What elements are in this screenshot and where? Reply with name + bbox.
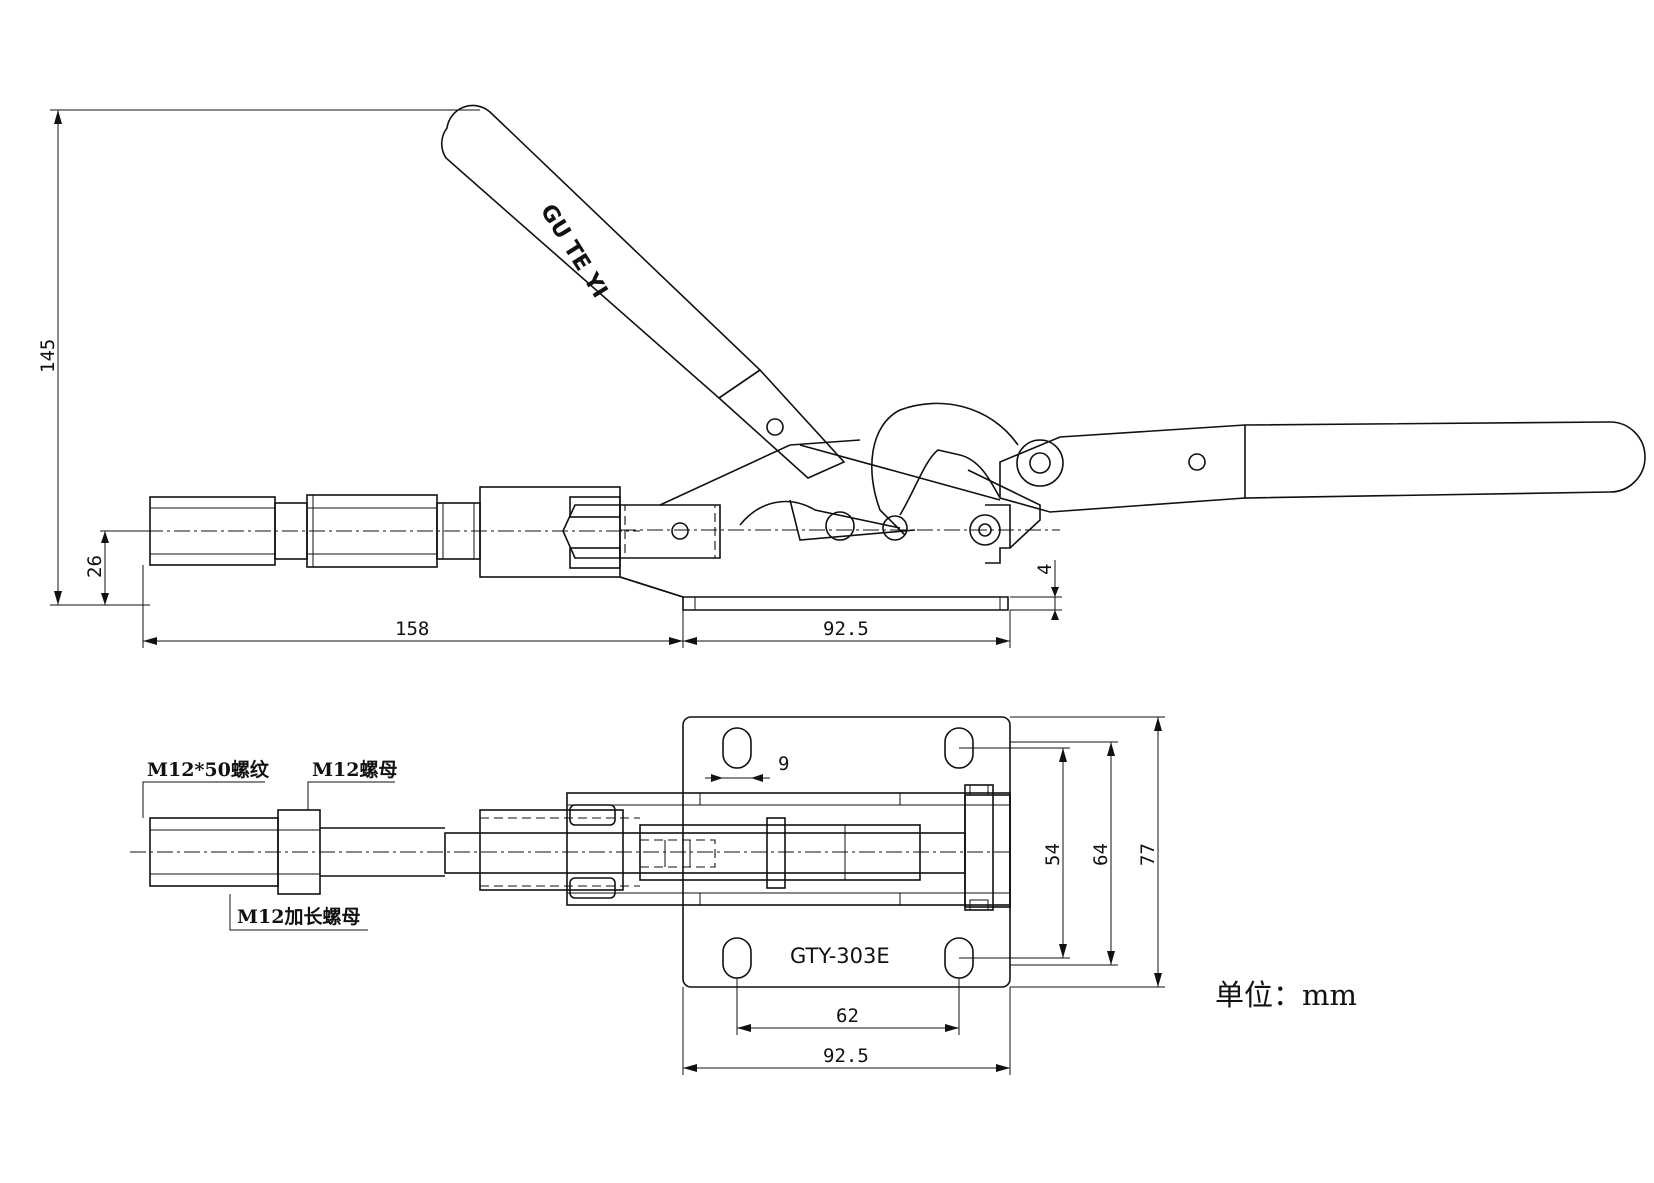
inclined-handle: GU TE YI: [440, 104, 846, 479]
callout-nut: M12螺母: [312, 759, 397, 781]
unit-label: 单位：mm: [1215, 978, 1357, 1012]
callouts: M12*50螺纹 M12螺母 M12加长螺母: [142, 758, 397, 931]
side-rod: [120, 494, 640, 568]
dim-hole-spacing-inner: 54: [1042, 843, 1064, 866]
side-view: GU TE YI: [37, 104, 1646, 648]
dim-hole-spacing-x: 62: [836, 1005, 859, 1027]
top-dimensions: 9 54 64 77 62: [682, 716, 1165, 1075]
top-plunger: [130, 809, 1010, 895]
callout-long-nut: M12加长螺母: [237, 906, 360, 928]
dim-plate-thickness: 4: [1034, 564, 1056, 575]
base-plate: [619, 576, 1009, 611]
top-base-plate: GTY-303E: [682, 716, 1011, 988]
dim-base-width-inner: 64: [1090, 843, 1112, 866]
side-dimensions: 145 26 4 158 92.5: [37, 109, 1062, 648]
dim-base-width-outer: 77: [1137, 843, 1159, 866]
top-body: [479, 784, 1011, 911]
linkage: [620, 402, 1060, 564]
dim-slot-width: 9: [778, 753, 789, 775]
dim-side-rod-length: 158: [395, 618, 429, 640]
dim-side-center: 26: [84, 555, 106, 578]
brand-marking: GU TE YI: [535, 200, 612, 303]
dim-side-base-length: 92.5: [823, 618, 869, 640]
dim-side-height: 145: [37, 339, 59, 373]
model-marking: GTY-303E: [790, 944, 890, 968]
dim-base-length: 92.5: [823, 1045, 869, 1067]
top-view: GTY-303E: [130, 716, 1165, 1075]
horizontal-handle: [999, 421, 1646, 513]
plunger-guide: [479, 486, 721, 578]
callout-thread: M12*50螺纹: [147, 758, 270, 781]
